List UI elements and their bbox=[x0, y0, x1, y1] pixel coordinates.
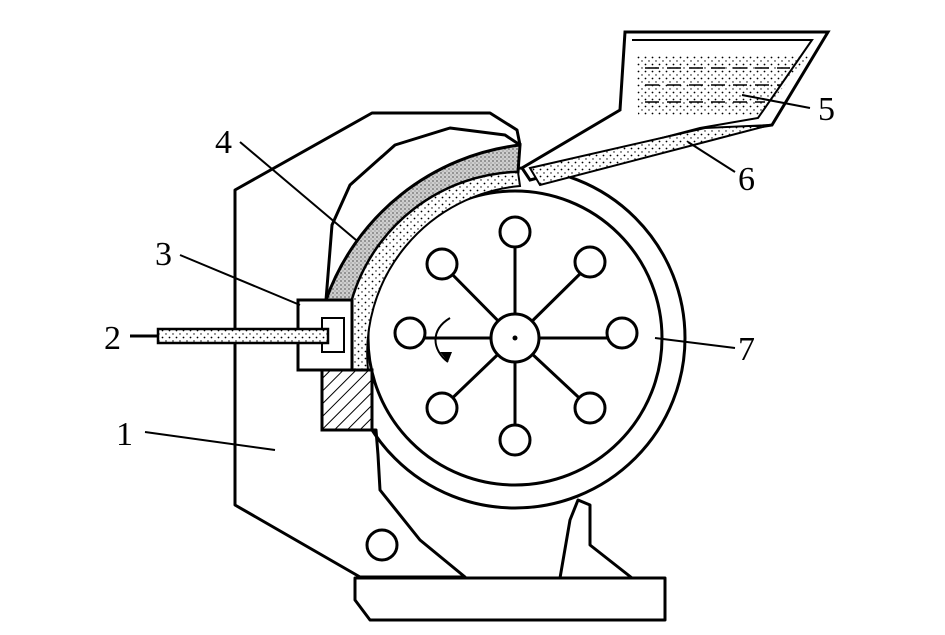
label-2: 2 bbox=[104, 320, 121, 357]
pouring-nozzle bbox=[528, 124, 771, 187]
leader-7 bbox=[654, 337, 736, 349]
leader-1 bbox=[144, 431, 276, 451]
output-strip bbox=[156, 327, 330, 345]
metal-gap bbox=[351, 170, 522, 371]
hatched-support bbox=[320, 368, 374, 432]
label-1: 1 bbox=[116, 416, 133, 453]
leader-4 bbox=[239, 141, 357, 241]
label-4: 4 bbox=[215, 124, 232, 161]
support-bracket bbox=[558, 498, 634, 580]
label-7: 7 bbox=[738, 331, 755, 368]
pivot-bolt bbox=[365, 528, 399, 562]
label-5: 5 bbox=[818, 91, 835, 128]
leader-6 bbox=[687, 141, 736, 173]
rotation-arrow-icon bbox=[434, 317, 451, 363]
leader-3 bbox=[179, 254, 301, 306]
base-plate bbox=[353, 576, 667, 622]
leader-5 bbox=[741, 94, 811, 109]
drum-spoke-holes bbox=[393, 215, 639, 457]
label-6: 6 bbox=[738, 161, 755, 198]
label-3: 3 bbox=[155, 236, 172, 273]
